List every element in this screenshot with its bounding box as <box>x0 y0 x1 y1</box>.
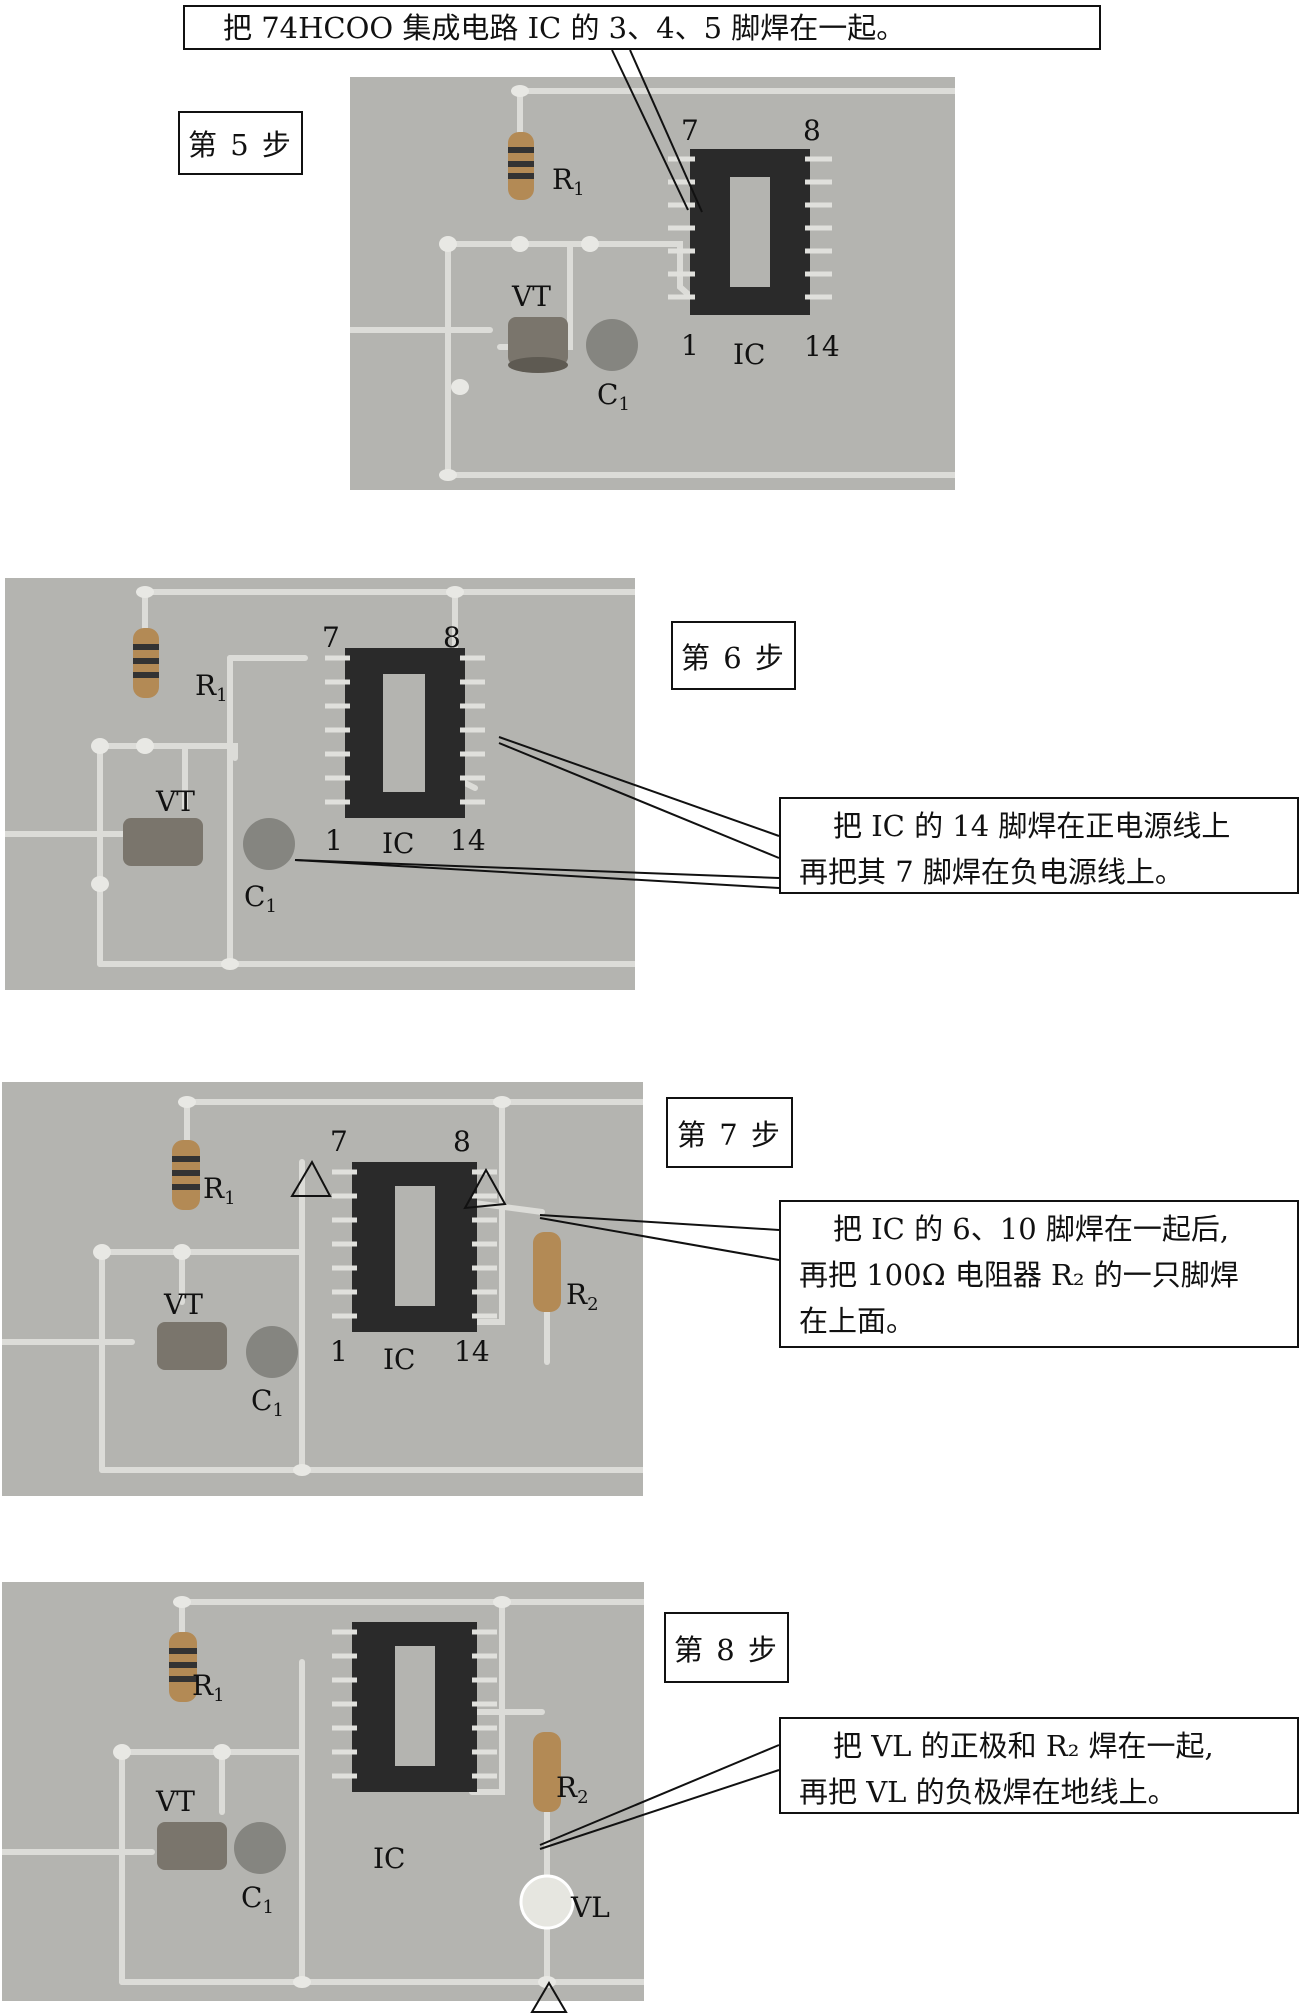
step6-label: 第 6 步 <box>671 621 796 690</box>
step7-pin14-label: 14 <box>454 1335 490 1368</box>
step6-vt-label: VT <box>156 785 195 818</box>
step8-note: 把 VL 的正极和 R₂ 焊在一起, 再把 VL 的负极焊在地线上。 <box>779 1717 1299 1814</box>
step8-r1-label: R1 <box>192 1669 225 1706</box>
step5-circuit <box>350 85 955 481</box>
step5-vt-label: VT <box>512 280 551 313</box>
step7-vt-label: VT <box>164 1288 203 1321</box>
step8-photo <box>2 1582 644 2001</box>
step6-r1-label: R1 <box>195 669 228 706</box>
step7-circuit <box>2 1096 643 1476</box>
step5-note: 把 74HCOO 集成电路 IC 的 3、4、5 脚焊在一起。 <box>183 5 1101 50</box>
step5-label: 第 5 步 <box>178 111 303 175</box>
step6-ic-label: IC <box>382 827 415 860</box>
step7-label: 第 7 步 <box>666 1097 793 1168</box>
step5-pin14-label: 14 <box>804 330 840 363</box>
step7-photo <box>2 1082 643 1496</box>
step8-vt-label: VT <box>156 1785 195 1818</box>
step6-note: 把 IC 的 14 脚焊在正电源线上 再把其 7 脚焊在负电源线上。 <box>779 797 1299 894</box>
step7-c1-label: C1 <box>251 1384 284 1421</box>
step7-pin1-label: 1 <box>330 1335 348 1368</box>
step7-note: 把 IC 的 6、10 脚焊在一起后, 再把 100Ω 电阻器 R₂ 的一只脚焊… <box>779 1200 1299 1348</box>
step7-r1-label: R1 <box>203 1172 236 1209</box>
step6-pin14-label: 14 <box>450 824 486 857</box>
step5-r1-label: R1 <box>552 163 585 200</box>
step5-photo <box>350 77 955 490</box>
step5-pin8-label: 8 <box>803 114 821 147</box>
step7-ic-label: IC <box>383 1343 416 1376</box>
step6-photo <box>5 578 635 990</box>
step8-r2-label: R2 <box>556 1771 589 1808</box>
step5-pin1-label: 1 <box>681 329 699 362</box>
step8-ic-label: IC <box>373 1842 406 1875</box>
step8-circuit <box>2 1596 644 1988</box>
step6-pin1-label: 1 <box>325 824 343 857</box>
step5-ic-label: IC <box>733 338 766 371</box>
step6-c1-label: C1 <box>244 880 277 917</box>
step8-label: 第 8 步 <box>664 1612 789 1683</box>
step5-pin7-label: 7 <box>681 114 699 147</box>
step6-circuit <box>5 586 635 970</box>
step6-pin8-label: 8 <box>443 621 461 654</box>
step5-c1-label: C1 <box>597 378 630 415</box>
step6-pin7-label: 7 <box>322 621 340 654</box>
step7-pin7-label: 7 <box>330 1125 348 1158</box>
step8-vl-label: VL <box>571 1891 610 1924</box>
step8-c1-label: C1 <box>241 1881 274 1918</box>
step7-pin8-label: 8 <box>453 1125 471 1158</box>
step7-r2-label: R2 <box>566 1278 599 1315</box>
